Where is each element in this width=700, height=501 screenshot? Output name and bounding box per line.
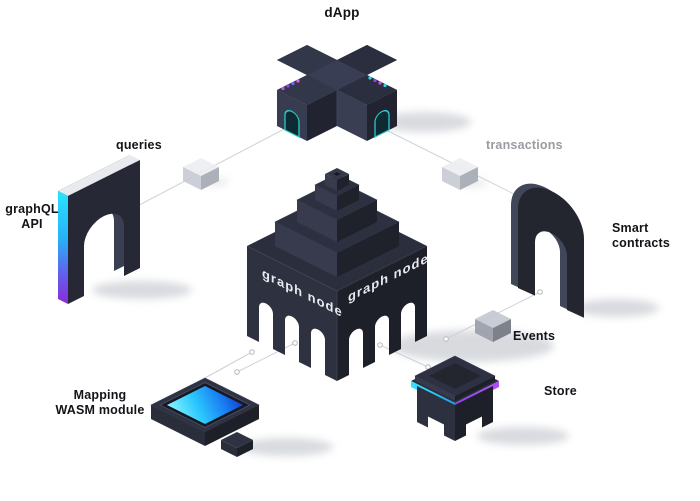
queries-cube: [183, 158, 219, 190]
dapp-structure: [277, 45, 397, 141]
graphql-api-arch: [58, 155, 140, 304]
smart-contracts-arch: [511, 183, 584, 318]
mapping-label: Mapping WASM module: [38, 388, 162, 418]
mapping-label-line1: Mapping: [73, 388, 127, 402]
graphql-api-label-line2: API: [21, 217, 43, 231]
smart-contracts-label-line2: contracts: [612, 236, 671, 250]
events-cube: [475, 310, 511, 342]
smart-contracts-label-line1: Smart: [612, 221, 649, 235]
transactions-label: transactions: [486, 138, 563, 152]
line-node-to-store: [379, 344, 429, 368]
queries-label: queries: [116, 138, 162, 152]
mapping-label-line2: WASM module: [55, 403, 145, 417]
dapp-right-arch: [374, 110, 390, 138]
events-label: Events: [513, 329, 556, 343]
apex-port: [333, 172, 341, 176]
graph-node-structure: graph node graph node: [247, 168, 429, 381]
dapp-led-dots: [281, 76, 387, 91]
connector-nodes: [234, 289, 543, 375]
line-node-to-mapping-b: [204, 351, 253, 379]
graphql-api-label: graphQL API: [0, 202, 64, 232]
graphql-arch-top-cap: [58, 155, 140, 196]
mapping-module-structure: [150, 377, 260, 457]
store-label: Store: [544, 384, 577, 398]
store-structure: [411, 355, 499, 441]
graphql-api-label-line1: graphQL: [5, 202, 59, 216]
transactions-cube: [442, 158, 478, 190]
smart-contracts-label: Smart contracts: [612, 221, 670, 251]
wasm-screen: [167, 386, 243, 424]
dapp-label: dApp: [324, 5, 360, 20]
dapp-left-arch: [284, 110, 300, 138]
line-node-to-mapping-a: [236, 342, 296, 373]
graphql-gradient-edge: [58, 191, 68, 304]
